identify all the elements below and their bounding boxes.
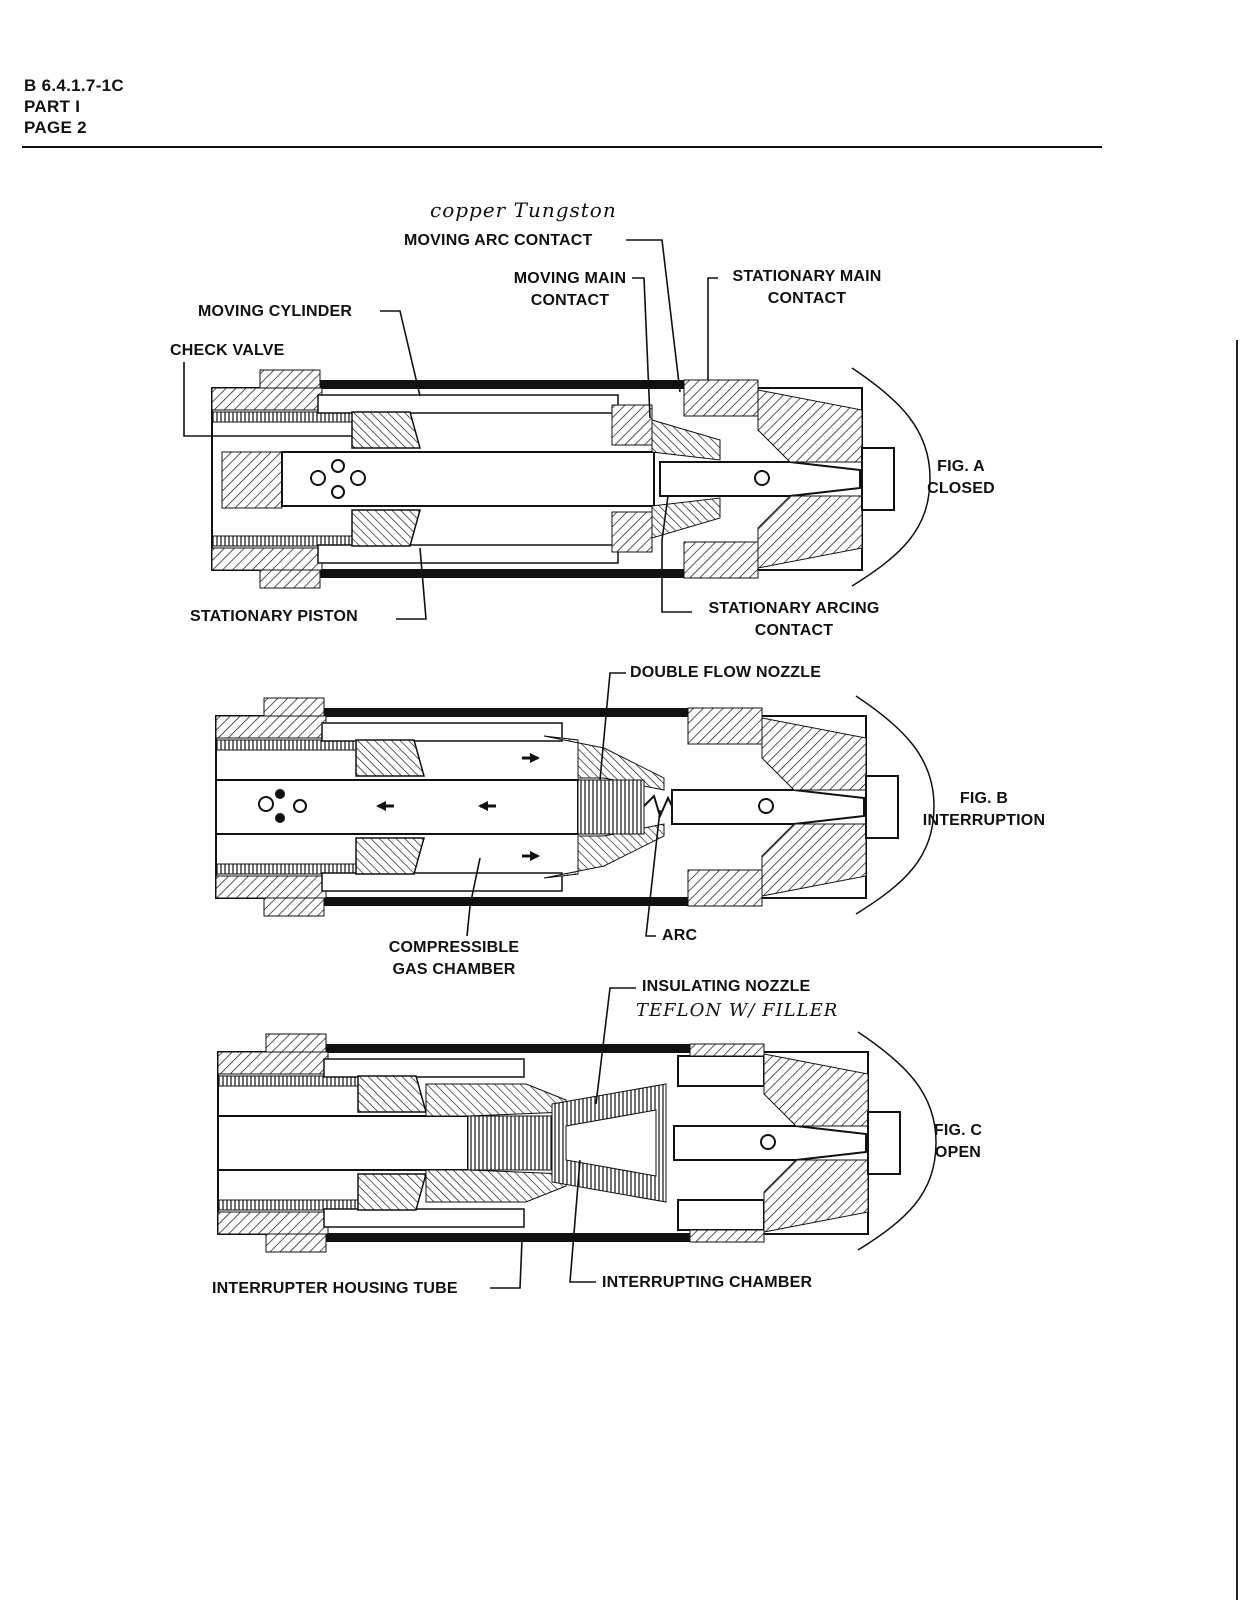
fig-c-label: FIG. C: [933, 1122, 983, 1139]
leader-lines: [183, 239, 718, 1289]
label-stationary-main-contact: STATIONARY MAIN CONTACT: [720, 266, 894, 310]
fig-b-label: FIG. B: [959, 790, 1009, 807]
label-insulating-nozzle: INSULATING NOZZLE: [642, 978, 811, 995]
label-compressible-gas-chamber: COMPRESSIBLE GAS CHAMBER: [378, 937, 530, 981]
fig-a-state: CLOSED: [927, 480, 995, 497]
label-stationary-arcing-contact-line2: CONTACT: [754, 622, 834, 639]
label-moving-main-contact: MOVING MAIN CONTACT: [502, 268, 638, 312]
fig-a-drawing: [211, 367, 931, 589]
label-stationary-arcing-contact: STATIONARY ARCING CONTACT: [694, 598, 894, 642]
page-edge-bar: [1236, 340, 1238, 1600]
label-moving-cylinder: MOVING CYLINDER: [198, 303, 353, 320]
label-moving-main-contact-line2: CONTACT: [530, 292, 610, 309]
label-interrupting-chamber: INTERRUPTING CHAMBER: [602, 1274, 813, 1291]
fig-a-label: FIG. A: [937, 458, 985, 475]
label-stationary-piston: STATIONARY PISTON: [190, 608, 358, 625]
fig-c-caption: FIG. C OPEN: [916, 1120, 1000, 1164]
fig-c-drawing: [217, 1031, 937, 1253]
label-check-valve: CHECK VALVE: [170, 342, 285, 359]
fig-b-caption: FIG. B INTERRUPTION: [912, 788, 1056, 832]
label-double-flow-nozzle: DOUBLE FLOW NOZZLE: [630, 664, 822, 681]
handwritten-note-teflon-filler: TEFLON W/ FILLER: [636, 1000, 839, 1021]
label-moving-main-contact-line1: MOVING MAIN: [513, 270, 627, 287]
label-stationary-arcing-contact-line1: STATIONARY ARCING: [708, 600, 880, 617]
fig-c-state: OPEN: [934, 1144, 982, 1161]
label-compressible-gas-chamber-line1: COMPRESSIBLE: [388, 939, 520, 956]
fig-b-drawing: [215, 695, 935, 917]
doc-part: PART I: [24, 97, 81, 116]
fig-b-state: INTERRUPTION: [922, 812, 1046, 829]
fig-a-caption: FIG. A CLOSED: [918, 456, 1004, 500]
label-compressible-gas-chamber-line2: GAS CHAMBER: [392, 961, 516, 978]
label-moving-arc-contact: MOVING ARC CONTACT: [404, 232, 593, 249]
handwritten-note-copper-tungsten: copper Tungston: [430, 198, 617, 222]
label-stationary-main-contact-line2: CONTACT: [767, 290, 847, 307]
label-stationary-main-contact-line1: STATIONARY MAIN: [732, 268, 882, 285]
label-interrupter-housing-tube: INTERRUPTER HOUSING TUBE: [212, 1280, 458, 1297]
header-rule: [22, 146, 1102, 148]
label-arc: ARC: [662, 927, 698, 944]
doc-page: PAGE 2: [24, 118, 87, 137]
doc-number: B 6.4.1.7-1C: [24, 76, 124, 95]
